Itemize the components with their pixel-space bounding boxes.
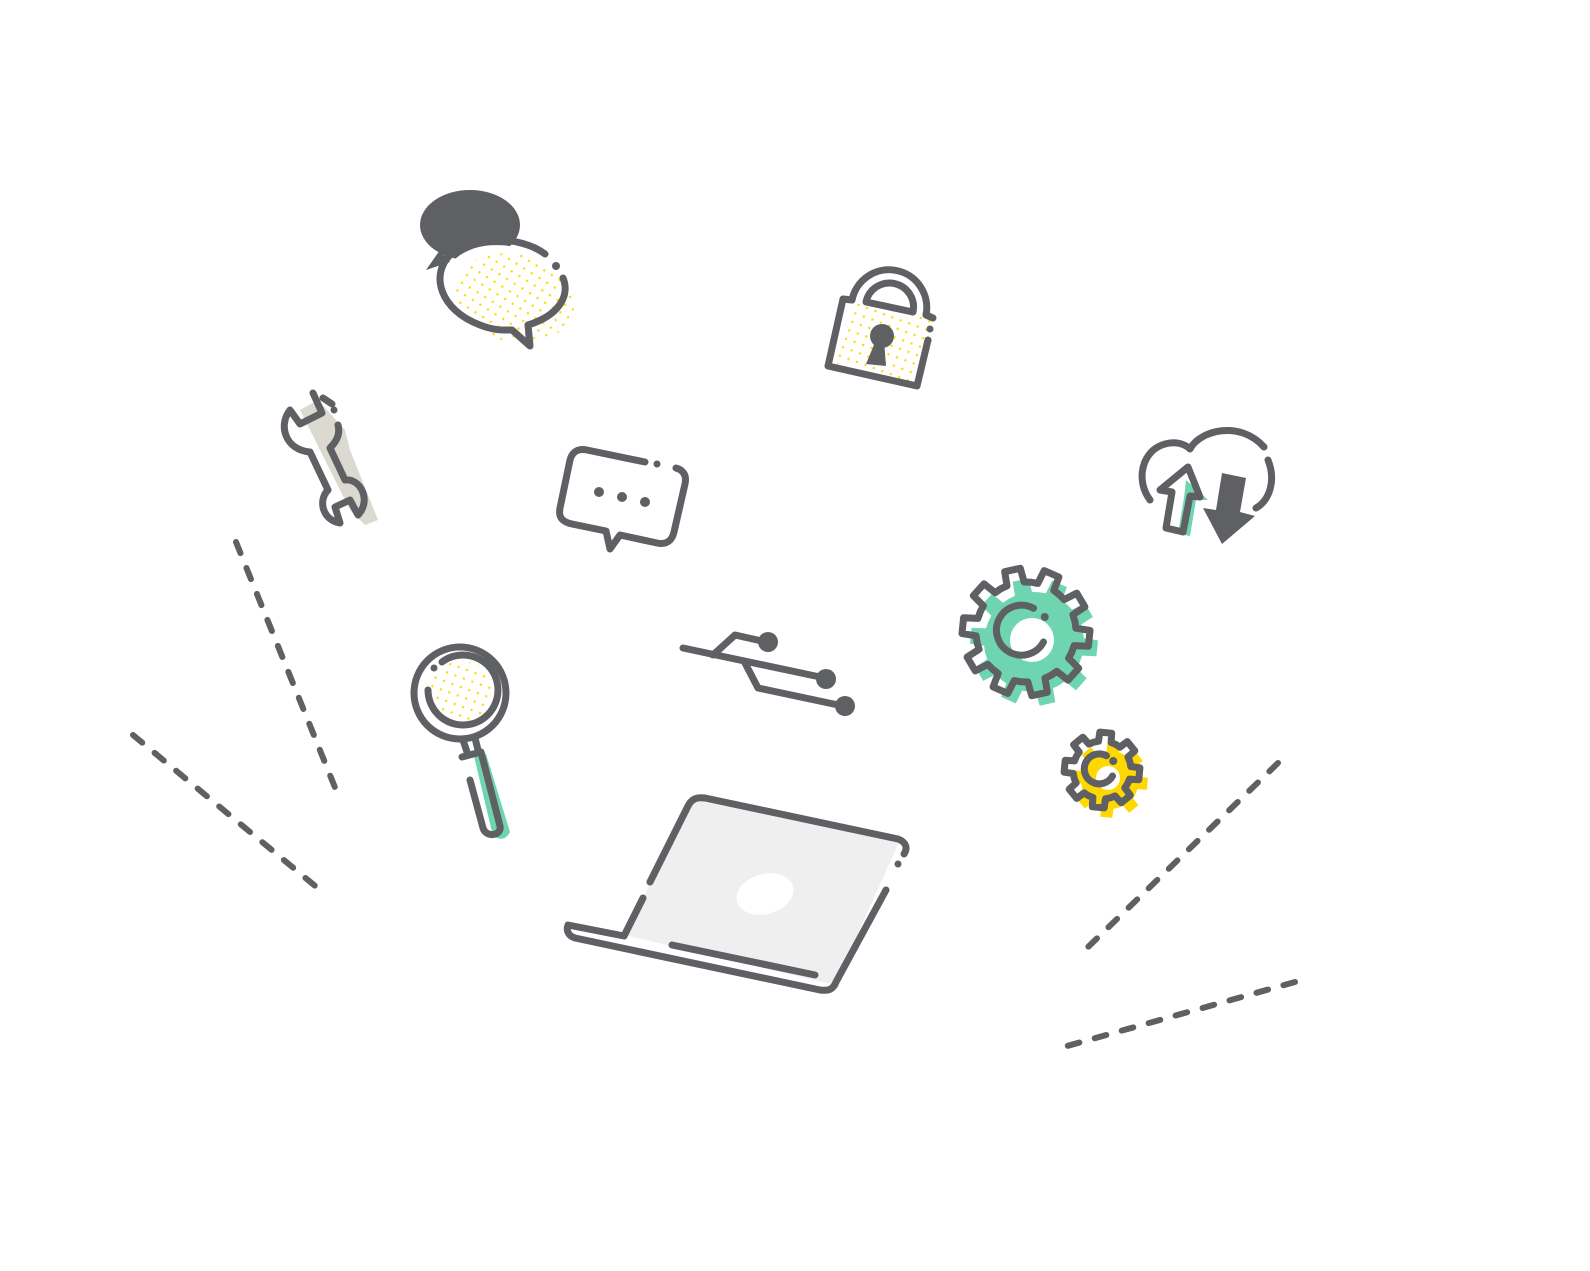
chat-bubbles-icon <box>420 190 575 350</box>
gear-icon-outline <box>958 564 1094 700</box>
gears <box>958 564 1148 818</box>
small-gear-icon-arc <box>1080 750 1116 788</box>
lock-icon <box>824 266 937 390</box>
laptop-icon <box>563 794 910 994</box>
small-gear-icon-outline <box>1060 728 1144 812</box>
gear-icon-arc <box>993 601 1047 659</box>
dashed-lines <box>130 539 1298 1051</box>
dashed-line <box>1057 979 1298 1051</box>
gear-icon-dot <box>1040 613 1049 621</box>
cloud-sync-icon <box>1138 427 1275 544</box>
small-gear-icon-dot <box>1109 757 1118 765</box>
apple-logo-icon <box>736 873 794 915</box>
usb-icon <box>679 631 855 716</box>
dashed-line <box>233 539 339 793</box>
gear-icon-hole <box>1010 618 1054 662</box>
small-gear-icon <box>1060 728 1148 818</box>
wrench-icon <box>280 389 378 527</box>
gear-icon <box>958 564 1098 706</box>
message-icon <box>556 446 689 553</box>
dashed-line <box>130 732 323 893</box>
dashed-line <box>1084 760 1281 951</box>
magnifier-icon <box>410 643 510 839</box>
